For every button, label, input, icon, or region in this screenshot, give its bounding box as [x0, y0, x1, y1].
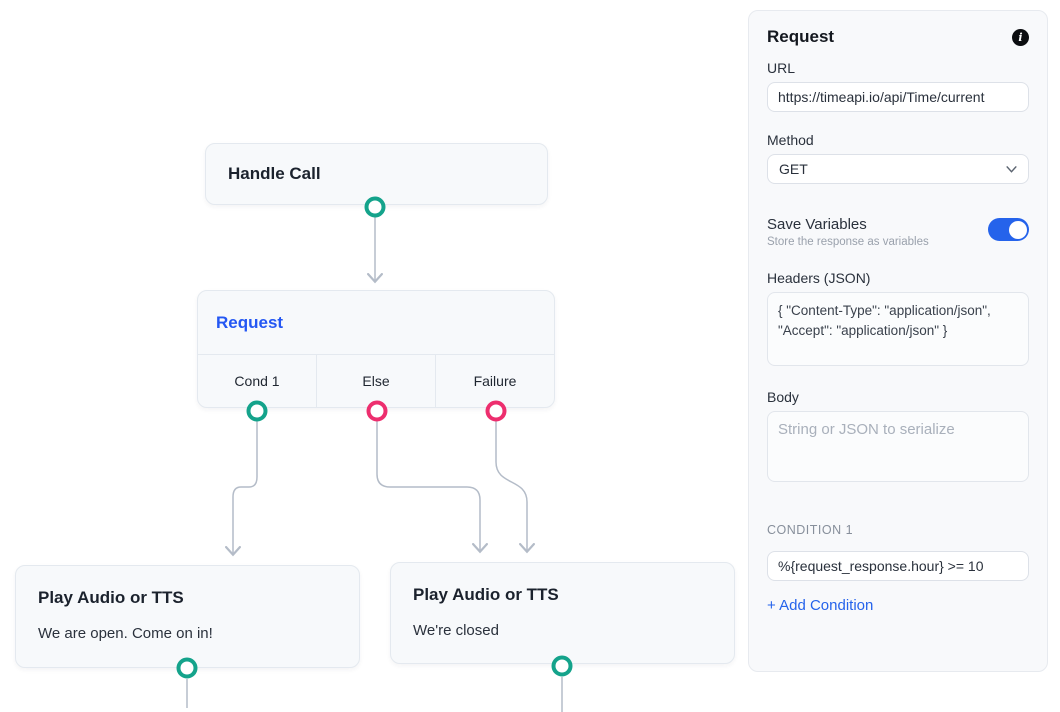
output-port-else[interactable] — [366, 400, 388, 422]
node-play-audio-open[interactable]: Play Audio or TTS We are open. Come on i… — [15, 565, 360, 668]
chevron-down-icon — [1006, 165, 1017, 173]
headers-textarea[interactable]: { "Content-Type": "application/json", "A… — [767, 292, 1029, 366]
node-request[interactable]: Request Cond 1 Else Failure — [197, 290, 555, 408]
output-port-failure[interactable] — [485, 400, 507, 422]
toggle-knob — [1008, 220, 1027, 239]
output-label-else: Else — [316, 355, 435, 407]
headers-label: Headers (JSON) — [767, 270, 871, 286]
output-port-cond1[interactable] — [246, 400, 268, 422]
node-title: Request — [216, 312, 284, 332]
condition-1-input[interactable] — [767, 551, 1029, 581]
url-label: URL — [767, 60, 796, 76]
save-variables-toggle[interactable] — [988, 218, 1029, 241]
edge-cond1-playopen — [225, 421, 258, 557]
node-title: Play Audio or TTS — [413, 585, 559, 604]
body-label: Body — [767, 389, 799, 405]
output-port-play-closed[interactable] — [551, 655, 573, 677]
output-port-handle-call[interactable] — [364, 196, 386, 218]
request-settings-panel: Request i URL Method GET Save Variables … — [748, 10, 1048, 672]
method-value: GET — [779, 161, 808, 177]
body-textarea[interactable] — [767, 411, 1029, 482]
panel-title: Request — [767, 27, 835, 46]
node-title: Play Audio or TTS — [38, 588, 184, 607]
node-message: We're closed — [413, 622, 499, 639]
flow-edges — [186, 217, 563, 712]
node-play-audio-closed[interactable]: Play Audio or TTS We're closed — [390, 562, 735, 664]
method-select[interactable]: GET — [767, 154, 1029, 184]
node-message: We are open. Come on in! — [38, 625, 213, 642]
info-icon[interactable]: i — [1012, 28, 1029, 46]
output-label-cond1: Cond 1 — [234, 373, 280, 389]
edge-else-playclosed — [376, 421, 488, 554]
condition-1-label: CONDITION 1 — [767, 523, 854, 537]
output-label-failure: Failure — [435, 355, 554, 407]
flow-canvas[interactable]: Handle Call Request Cond 1 Else Failure … — [0, 0, 748, 712]
edge-failure-playclosed — [495, 421, 535, 554]
save-variables-hint: Store the response as variables — [767, 236, 929, 248]
node-title: Handle Call — [228, 164, 321, 183]
save-variables-label: Save Variables — [767, 216, 867, 233]
method-label: Method — [767, 132, 814, 148]
output-port-play-open[interactable] — [176, 657, 198, 679]
url-input[interactable] — [767, 82, 1029, 112]
add-condition-link[interactable]: + Add Condition — [767, 597, 874, 614]
